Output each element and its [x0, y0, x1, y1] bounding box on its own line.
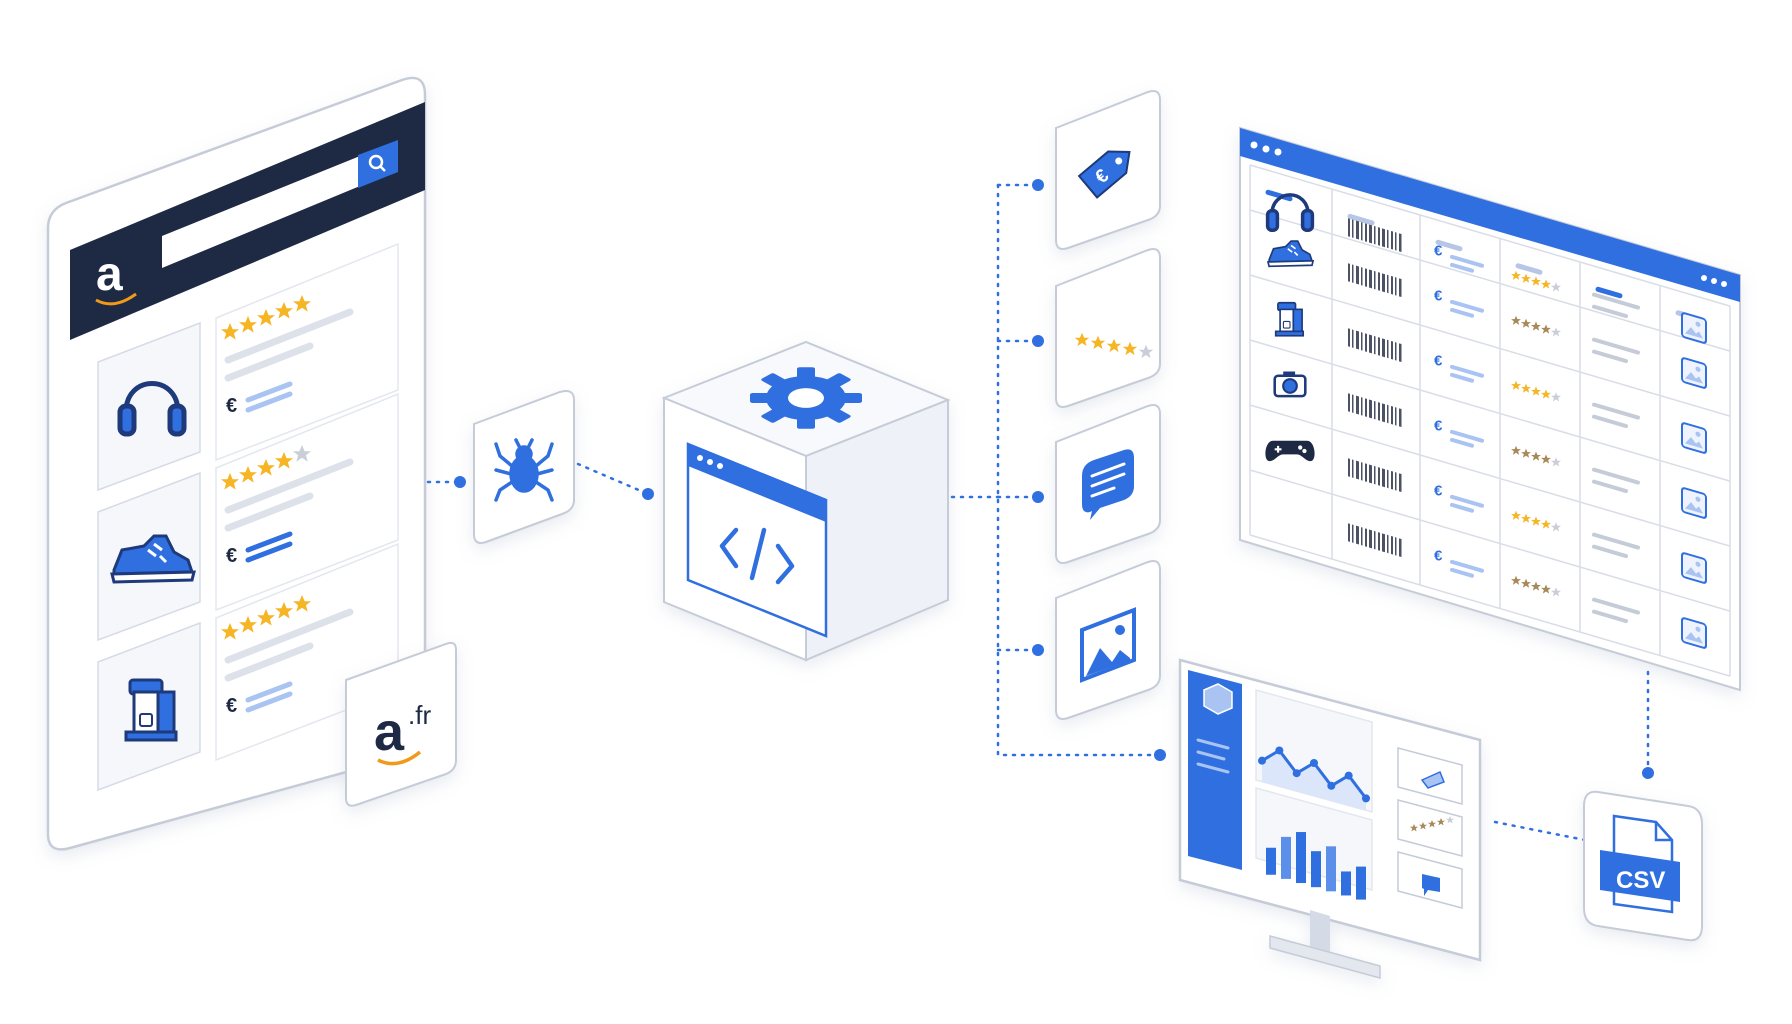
- price-tag-icon: [1420, 770, 1445, 789]
- camera-icon: [1273, 370, 1307, 398]
- extracted-fields: €: [1055, 90, 1161, 720]
- dashboard-widgets: [1397, 747, 1463, 909]
- price-currency: €: [1434, 353, 1443, 370]
- line-chart-point: [1275, 746, 1284, 755]
- store-header: a: [70, 102, 425, 340]
- dashboard-sidebar: [1188, 670, 1242, 870]
- column-header[interactable]: [1435, 239, 1463, 252]
- amazon-fr-logo: a .fr: [374, 700, 431, 766]
- table-row[interactable]: €: [1274, 301, 1708, 455]
- bar-chart-bar: [1341, 871, 1351, 896]
- column-header[interactable]: [1265, 189, 1293, 202]
- price-currency: €: [1434, 483, 1443, 500]
- bar-chart-bar: [1356, 866, 1366, 900]
- price-currency: €: [1434, 288, 1443, 305]
- table-row[interactable]: €: [1273, 370, 1708, 520]
- table-row[interactable]: €: [1264, 439, 1708, 585]
- line-chart-panel: [1255, 689, 1373, 813]
- bar-chart-bar: [1311, 851, 1321, 888]
- code-window: [686, 442, 828, 638]
- table-row[interactable]: €: [1348, 523, 1708, 650]
- widget-rating[interactable]: [1397, 799, 1463, 857]
- search-input[interactable]: [162, 156, 360, 268]
- price-currency: €: [226, 545, 237, 567]
- table-row[interactable]: €: [1267, 240, 1708, 390]
- bar-chart-bar: [1266, 847, 1276, 875]
- image-icon: [1080, 607, 1136, 683]
- table-row[interactable]: €: [1265, 193, 1708, 345]
- bar-chart-bar: [1281, 836, 1291, 879]
- search-button[interactable]: [358, 140, 398, 188]
- widget-reviews[interactable]: [1397, 851, 1463, 909]
- table-rows: € € € € € €: [1264, 189, 1708, 650]
- search-icon: [368, 154, 386, 172]
- price-currency: €: [1434, 418, 1443, 435]
- chat-bubble-icon: [1082, 449, 1134, 520]
- chat-bubble-icon: [1422, 874, 1440, 896]
- line-chart-point: [1292, 769, 1301, 778]
- amazon-fr-badge: [345, 641, 457, 807]
- line-chart-point: [1310, 759, 1318, 768]
- line-chart-point: [1344, 771, 1353, 780]
- store-logo-smile: [95, 292, 137, 306]
- csv-file-icon: CSV: [1600, 814, 1680, 914]
- spider-icon: [494, 438, 554, 502]
- connector-spider-to-processor: [576, 462, 650, 496]
- connector-dashboard-to-csv: [1493, 820, 1587, 842]
- store-logo: a: [96, 248, 123, 301]
- csv-label: CSV: [1616, 867, 1665, 894]
- table-title-bar: [1240, 128, 1740, 302]
- cube-icon: [1203, 683, 1233, 715]
- price-currency: €: [226, 395, 237, 417]
- price-currency: €: [1434, 548, 1443, 565]
- bar-chart-panel: [1255, 787, 1373, 900]
- product-card[interactable]: €: [97, 392, 399, 642]
- svg-text:a: a: [374, 702, 405, 762]
- bar-chart-bar: [1296, 832, 1306, 884]
- connector-dots: [408, 179, 1654, 779]
- table-grid: [1249, 164, 1731, 677]
- column-header[interactable]: [1347, 213, 1375, 226]
- connector-field-branches: [996, 183, 1040, 652]
- field-tile-rating[interactable]: [1055, 248, 1161, 408]
- price-currency: €: [226, 695, 237, 717]
- line-chart-point: [1362, 794, 1370, 803]
- connector-lines: [408, 183, 1650, 842]
- line-chart-point: [1258, 756, 1266, 765]
- product-card[interactable]: €: [97, 242, 399, 492]
- svg-text:.fr: .fr: [408, 700, 431, 730]
- column-header[interactable]: [1595, 286, 1623, 299]
- price-tag-icon: €: [1077, 150, 1131, 199]
- column-header[interactable]: [1515, 263, 1543, 275]
- line-chart-point: [1327, 781, 1336, 790]
- code-icon: [719, 527, 795, 585]
- connector-trunk: [996, 183, 1162, 757]
- bar-chart-bar: [1326, 846, 1336, 892]
- widget-price[interactable]: [1397, 747, 1463, 805]
- price-currency: €: [1434, 243, 1443, 260]
- gear-icon: [750, 367, 862, 429]
